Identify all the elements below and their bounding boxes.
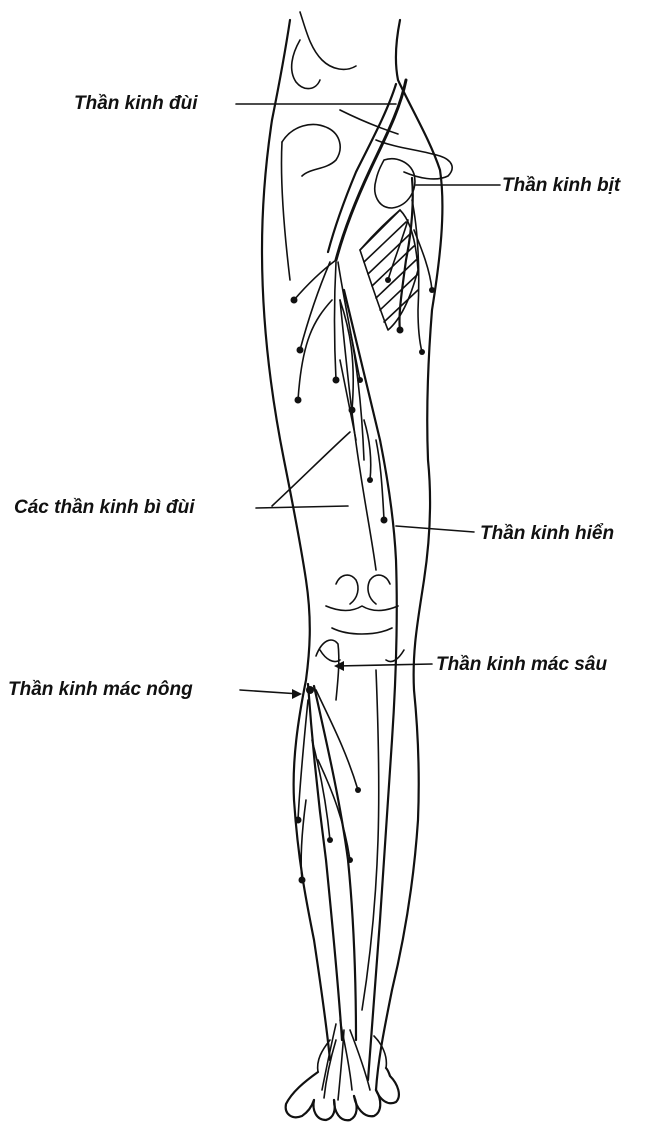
femur-head (282, 124, 340, 176)
medial-thigh-outline (376, 20, 442, 1090)
leader-superficial-peroneal-arrow (292, 689, 302, 699)
leader-deep-peroneal (336, 664, 432, 666)
obturator-ring (375, 159, 415, 208)
femur-shaft-lateral (281, 142, 290, 280)
fibula-lateral (316, 640, 339, 700)
label-cutaneous-femoral-nerves: Các thần kinh bì đùi (14, 498, 195, 517)
hip-curl (292, 40, 320, 89)
leader-superficial-peroneal (240, 690, 300, 694)
label-deep-peroneal-nerve: Thần kinh mác sâu (436, 655, 607, 674)
leader-lines (236, 104, 500, 699)
leader-cutaneous (256, 432, 350, 508)
knee (320, 575, 404, 661)
hip-crest (300, 12, 356, 69)
lateral-thigh-outline (262, 20, 330, 1060)
label-femoral-nerve: Thần kinh đùi (74, 94, 198, 113)
label-obturator-nerve: Thần kinh bịt (502, 176, 620, 195)
leader-saphenous (396, 526, 474, 532)
adductor-muscle-hatching (360, 210, 418, 330)
label-superficial-peroneal-nerve: Thần kinh mác nông (8, 680, 193, 699)
inner-thigh-contour (340, 300, 376, 570)
leg-outline (262, 12, 452, 1120)
femoral-nerve (294, 80, 406, 410)
label-saphenous-nerve: Thần kinh hiển (480, 524, 614, 543)
peroneal-nerves (298, 684, 370, 1100)
